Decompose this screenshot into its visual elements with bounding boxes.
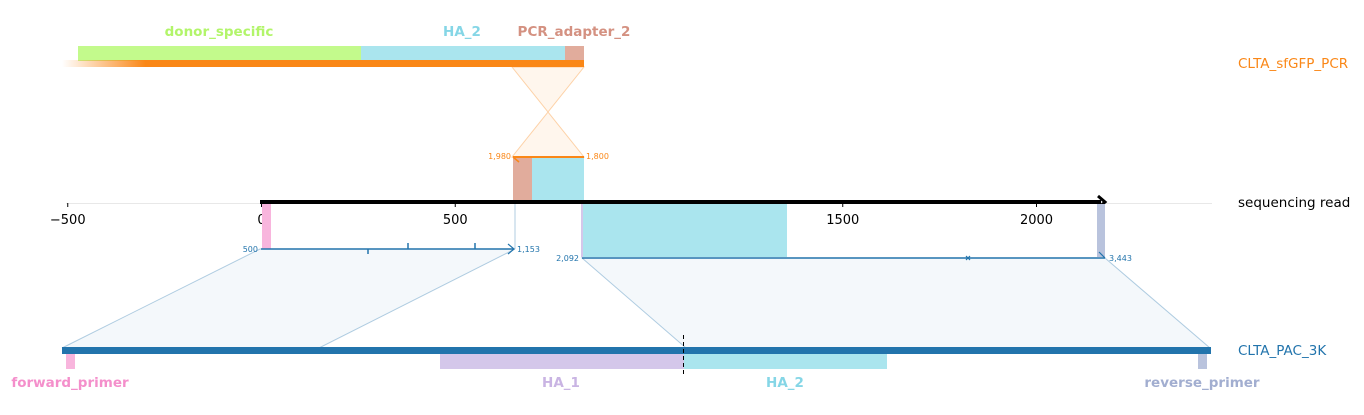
pcr-adapter-label: PCR_adapter_2 [518, 24, 631, 40]
ha1-label: HA_1 [542, 375, 580, 391]
pac2-end-label: 3,443 [1109, 254, 1132, 263]
pcr-adapter-feature[interactable] [565, 46, 584, 61]
axis-tick-label: 2000 [1020, 213, 1053, 228]
pac-track-name: CLTA_PAC_3K [1238, 343, 1327, 359]
pcr-adapter-on-read [513, 157, 532, 202]
pac-track-bar [62, 347, 1211, 354]
pcr-read-connector [510, 66, 586, 158]
axis-tick-label: 0 [257, 213, 265, 228]
ha2-on-read-top [532, 157, 584, 202]
ha2-bottom-feature[interactable] [684, 354, 887, 369]
pac1-end-label: 1,153 [517, 245, 540, 254]
forward-primer-label: forward_primer [11, 375, 129, 391]
reverse-primer-on-read [1097, 204, 1105, 257]
pcr-read-mapping: 1,980 1,800 [488, 152, 609, 202]
axis-tick-label: −500 [50, 213, 86, 228]
pac1-start-label: 500 [243, 245, 258, 254]
read-pac-connectors [61, 204, 1212, 349]
ha2-top-label: HA_2 [443, 24, 481, 40]
pcr-track-group: donor_specific HA_2 PCR_adapter_2 CLTA_s… [62, 24, 1348, 72]
pac2-start-label: 2,092 [556, 254, 579, 263]
pcr-track-bar [62, 60, 584, 67]
pcr-map-end-label: 1,800 [586, 152, 609, 161]
axis-ticks: −5000500100015002000 [50, 203, 1053, 228]
forward-primer-feature[interactable] [66, 354, 75, 369]
pac-track-group: forward_primer HA_1 HA_2 reverse_primer … [11, 335, 1327, 391]
ha2-on-read [582, 204, 787, 257]
ha1-feature[interactable] [440, 354, 684, 369]
pcr-map-start-label: 1,980 [488, 152, 511, 161]
donor-specific-label: donor_specific [165, 24, 274, 40]
axis-tick-label: 500 [443, 213, 468, 228]
ha2-bottom-label: HA_2 [766, 375, 804, 391]
pac-read-mappings: 500 1,153 2,092 3,443 [243, 243, 1132, 263]
reverse-primer-label: reverse_primer [1144, 375, 1260, 391]
reverse-primer-feature[interactable] [1198, 354, 1207, 369]
ha2-top-feature[interactable] [361, 46, 565, 61]
read-track-name: sequencing read [1238, 195, 1350, 211]
pcr-track-name: CLTA_sfGFP_PCR [1238, 56, 1348, 72]
donor-specific-feature[interactable] [78, 46, 361, 61]
read-feature-mappings [262, 204, 1105, 257]
axis-tick-label: 1500 [826, 213, 859, 228]
forward-primer-on-read [262, 204, 271, 249]
